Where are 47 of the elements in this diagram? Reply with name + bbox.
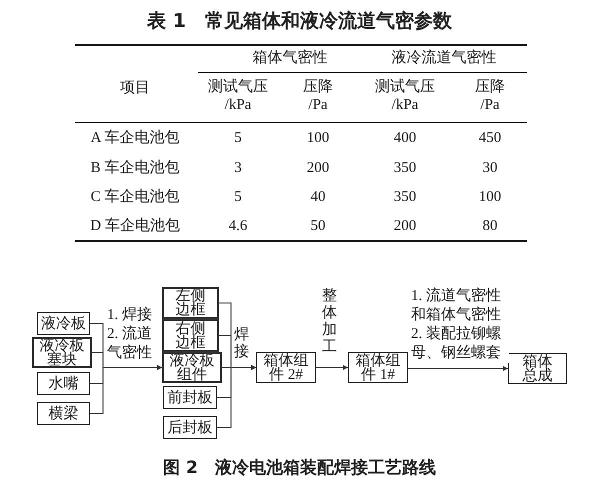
arrow [90, 365, 162, 414]
part-box: 左侧边框 [162, 287, 219, 319]
part-box: 右侧边框 [162, 319, 219, 352]
part-box: 前封板 [163, 386, 217, 409]
table-cell-text: 400 [392, 129, 418, 147]
arrow [316, 365, 348, 370]
figure-caption: 图 2 液冷电池箱装配焊接工艺路线 [162, 457, 437, 479]
table-cell-text: 5 [233, 129, 243, 147]
header-cell-text: 液冷流道气密性 [390, 49, 498, 67]
table-cell-text: 350 [392, 188, 418, 206]
table-cell-text: 3 [233, 159, 243, 177]
assembly-box: 箱体总成 [508, 353, 567, 384]
table-cell-text: 450 [478, 129, 502, 147]
header-cell-text: 项目 [119, 79, 151, 97]
table-cell-text: 4.6 [228, 217, 248, 235]
part-box: 水嘴 [37, 372, 90, 395]
header-cell-text: 测试气压 /kPa [207, 78, 269, 114]
header-cell-text: 压降 /Pa [302, 78, 334, 114]
arrow [217, 365, 256, 428]
table-cell-text: 5 [233, 188, 243, 206]
header-cell-text: 测试气压 /kPa [374, 78, 436, 114]
table-cell-text: D 车企电池包 [89, 217, 181, 235]
table-title: 表 1 常见箱体和液冷流道气密参数 [146, 9, 453, 34]
part-box: 后封板 [163, 416, 217, 439]
table-cell-text: 50 [310, 217, 326, 235]
assembly-box: 液冷板组件 [162, 352, 222, 383]
assembly-box: 箱体组件 1# [348, 352, 408, 383]
arrow [408, 366, 508, 371]
table-cell-text: 200 [392, 217, 418, 235]
table-cell-text: A 车企电池包 [90, 129, 180, 147]
table-cell-text: 100 [306, 129, 330, 147]
table-cell-text: 100 [478, 188, 502, 206]
table-cell-text: 30 [482, 159, 498, 177]
table-cell-text: C 车企电池包 [90, 188, 180, 206]
edge-label: 1. 流道气密性和箱体气密性 2. 装配拉铆螺母、钢丝螺套 [411, 287, 509, 363]
header-cell-text: 压降 /Pa [474, 78, 506, 114]
part-box: 横梁 [37, 402, 90, 425]
table-cell-text: 200 [306, 159, 330, 177]
part-box: 液冷板塞块 [32, 337, 92, 368]
table-cell-text: 350 [392, 159, 418, 177]
table-cell-text: 80 [482, 217, 498, 235]
assembly-box: 箱体组件 2# [256, 352, 316, 383]
part-box: 液冷板 [37, 312, 90, 335]
table-cell-text: B 车企电池包 [90, 159, 180, 177]
table-cell-text: 40 [310, 188, 326, 206]
header-cell-text: 箱体气密性 [252, 49, 328, 67]
edge-label: 焊接 [234, 327, 251, 361]
